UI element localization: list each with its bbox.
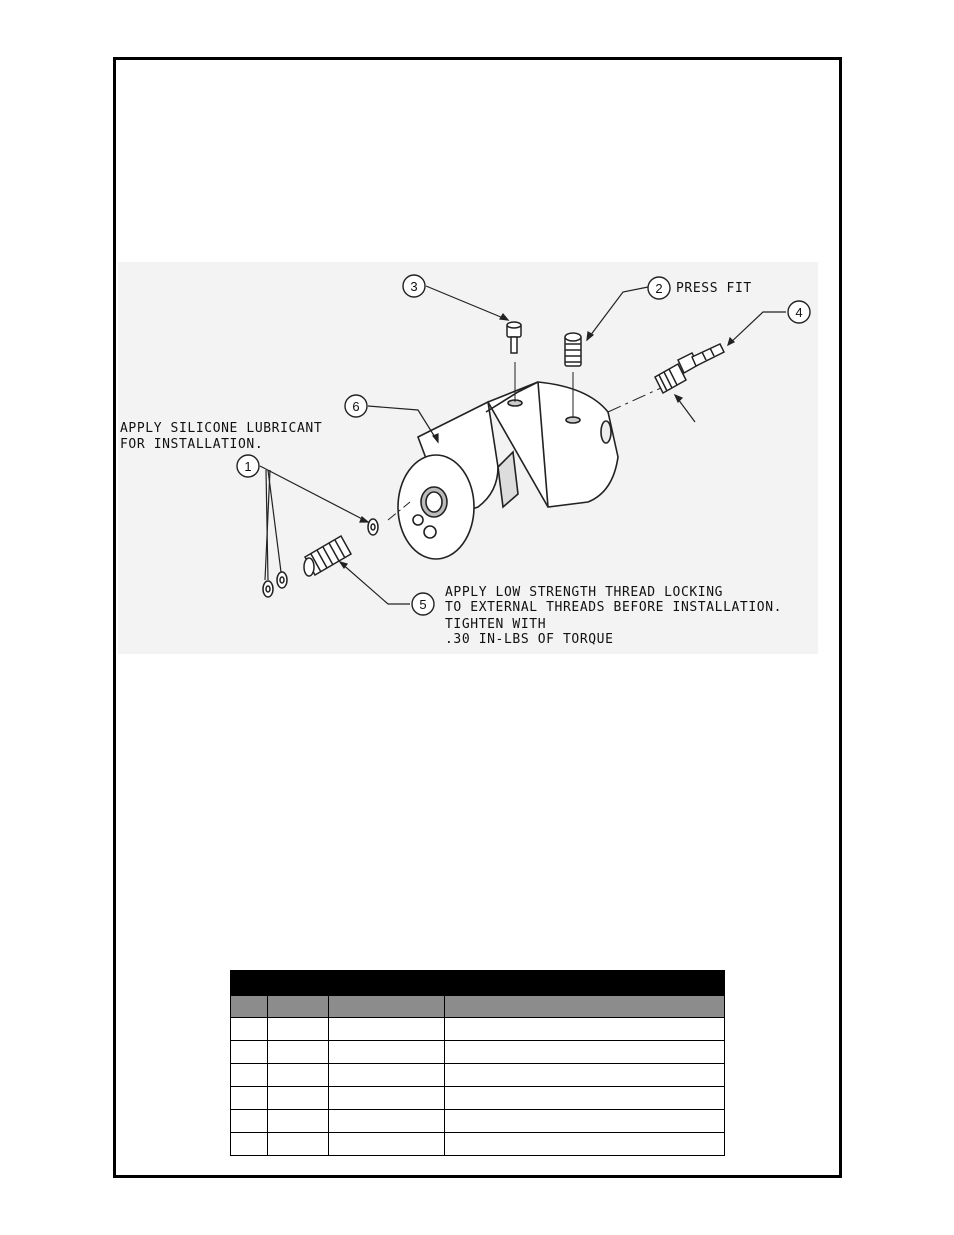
table-cell	[230, 1017, 268, 1041]
note-thread-line1: APPLY LOW STRENGTH THREAD LOCKING	[445, 585, 724, 600]
table-cell	[328, 1040, 445, 1064]
note-press-fit: PRESS FIT	[676, 281, 752, 296]
table-cell	[444, 1132, 725, 1156]
note-silicone-line2: FOR INSTALLATION.	[120, 437, 264, 452]
callout-2-label: 2	[655, 281, 662, 296]
table-cell	[267, 1063, 329, 1087]
exploded-assembly-drawing: 3 2 4 6 1 5	[118, 262, 818, 654]
callout-5-label: 5	[419, 597, 426, 612]
note-thread-line2: TO EXTERNAL THREADS BEFORE INSTALLATION.	[445, 600, 783, 615]
page-border	[113, 57, 842, 1178]
table-cell	[267, 1109, 329, 1133]
table-cell	[444, 1109, 725, 1133]
table-cell	[230, 1063, 268, 1087]
table-cell	[267, 1040, 329, 1064]
table-title-row	[230, 970, 725, 996]
callout-2-circle	[647, 276, 671, 300]
table-cell	[444, 1063, 725, 1087]
fitting-centerline	[607, 386, 664, 413]
table-row	[230, 1109, 725, 1133]
table-cell	[328, 1086, 445, 1110]
table-cell	[444, 1040, 725, 1064]
parts-list-table	[230, 970, 725, 1156]
part-2-plug	[564, 332, 582, 367]
assembly-svg: 3 2 4 6 1 5	[118, 262, 818, 654]
part-3-screw	[506, 321, 522, 354]
note-torque-line2: .30 IN-LBS OF TORQUE	[445, 632, 614, 647]
callout-6-label: 6	[352, 399, 359, 414]
callout-1-circle	[236, 454, 260, 478]
part-5-insert	[303, 534, 353, 577]
oring-centerline	[387, 501, 411, 521]
callout-5-circle	[411, 592, 435, 616]
table-cell	[444, 1086, 725, 1110]
callout-1-label: 1	[244, 459, 251, 474]
leader-lines	[259, 285, 786, 605]
table-cell	[267, 1132, 329, 1156]
table-cell	[328, 1017, 445, 1041]
table-row	[230, 1132, 725, 1156]
table-cell	[444, 1017, 725, 1041]
note-silicone-line1: APPLY SILICONE LUBRICANT	[120, 421, 323, 436]
part-4-fitting	[654, 343, 726, 395]
column-header	[267, 995, 329, 1018]
column-header	[444, 995, 725, 1018]
table-row	[230, 1040, 725, 1064]
table-cell	[328, 1132, 445, 1156]
callout-balloons	[236, 274, 811, 616]
table-cell	[328, 1063, 445, 1087]
callout-4-label: 4	[795, 305, 802, 320]
table-row	[230, 1017, 725, 1041]
callout-3-label: 3	[410, 279, 417, 294]
note-torque-line1: TIGHTEN WITH	[445, 617, 547, 632]
column-header	[328, 995, 445, 1018]
table-cell	[328, 1109, 445, 1133]
table-cell	[230, 1040, 268, 1064]
table-title	[230, 970, 725, 996]
callout-6-circle	[344, 394, 368, 418]
table-cell	[230, 1086, 268, 1110]
callout-4-circle	[787, 300, 811, 324]
part-1-orings	[262, 518, 379, 598]
table-header-row	[230, 995, 725, 1018]
callout-3-circle	[402, 274, 426, 298]
column-header	[230, 995, 268, 1018]
table-cell	[267, 1086, 329, 1110]
table-cell	[230, 1132, 268, 1156]
table-cell	[230, 1109, 268, 1133]
table-row	[230, 1063, 725, 1087]
table-cell	[267, 1017, 329, 1041]
part-6-body	[397, 381, 619, 560]
table-row	[230, 1086, 725, 1110]
